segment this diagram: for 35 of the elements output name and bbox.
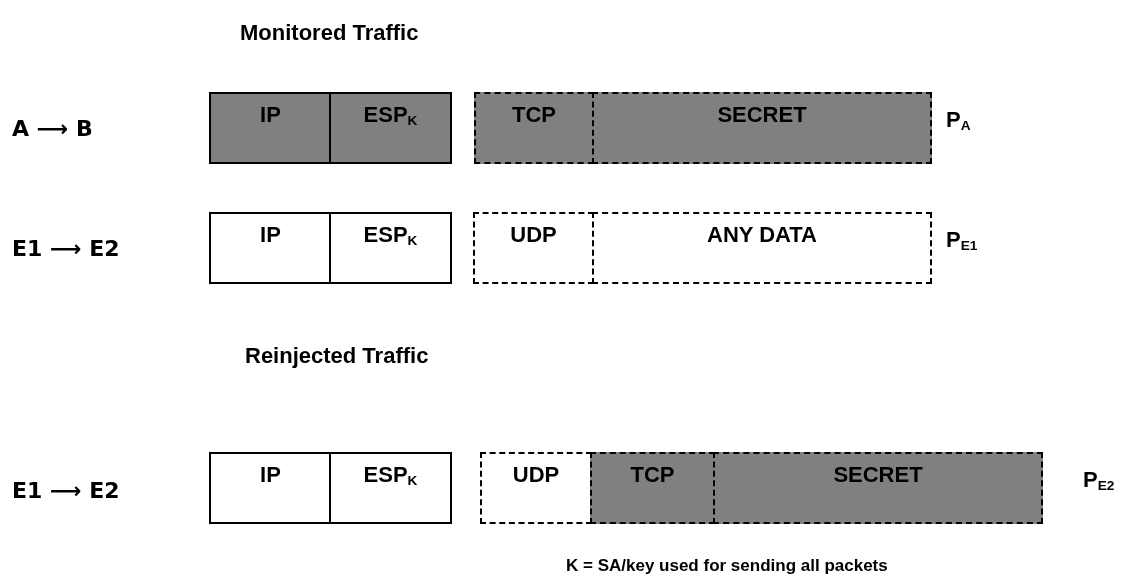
- packet-name: P$_{A}$: [946, 107, 971, 134]
- packet-field: [592, 212, 932, 284]
- packet-field: [592, 92, 932, 164]
- field-label: SECRET: [833, 462, 923, 488]
- row-label: E1 ⟶ E2: [12, 478, 120, 503]
- packet-field: [329, 212, 452, 284]
- note: K = SA/key used for sending all packets: [566, 556, 888, 576]
- packet-field: [480, 452, 592, 524]
- field-label: TCP: [512, 102, 556, 128]
- packet-field: [209, 212, 332, 284]
- field-label: IP: [260, 462, 281, 488]
- field-label: ESP$_{K}$: [363, 102, 418, 129]
- packet-name: P$_{E1}$: [946, 227, 978, 254]
- title: Reinjected Traffic: [245, 343, 429, 369]
- field-label: UDP: [512, 462, 560, 488]
- field-label: SECRET: [717, 102, 807, 128]
- packet-field: [713, 452, 1043, 524]
- packet-field: [474, 92, 594, 164]
- packet-name: P$_{E2}$: [1083, 467, 1115, 494]
- packet-field: [209, 452, 332, 524]
- row-label: A ⟶ B: [12, 116, 93, 141]
- field-label: IP: [260, 102, 281, 128]
- row-label: E1 ⟶ E2: [12, 236, 120, 261]
- field-label: UDP: [510, 222, 557, 248]
- packet-field: [590, 452, 715, 524]
- packet-field: [473, 212, 594, 284]
- packet-field: [209, 92, 332, 164]
- packet-field: [329, 92, 452, 164]
- packet-field: [329, 452, 452, 524]
- field-label: ESP$_{K}$: [363, 222, 418, 249]
- field-label: TCP: [630, 462, 675, 488]
- field-label: ANY DATA: [707, 222, 817, 248]
- title: Monitored Traffic: [240, 20, 419, 46]
- field-label: IP: [260, 222, 281, 248]
- field-label: ESP$_{K}$: [363, 462, 418, 489]
